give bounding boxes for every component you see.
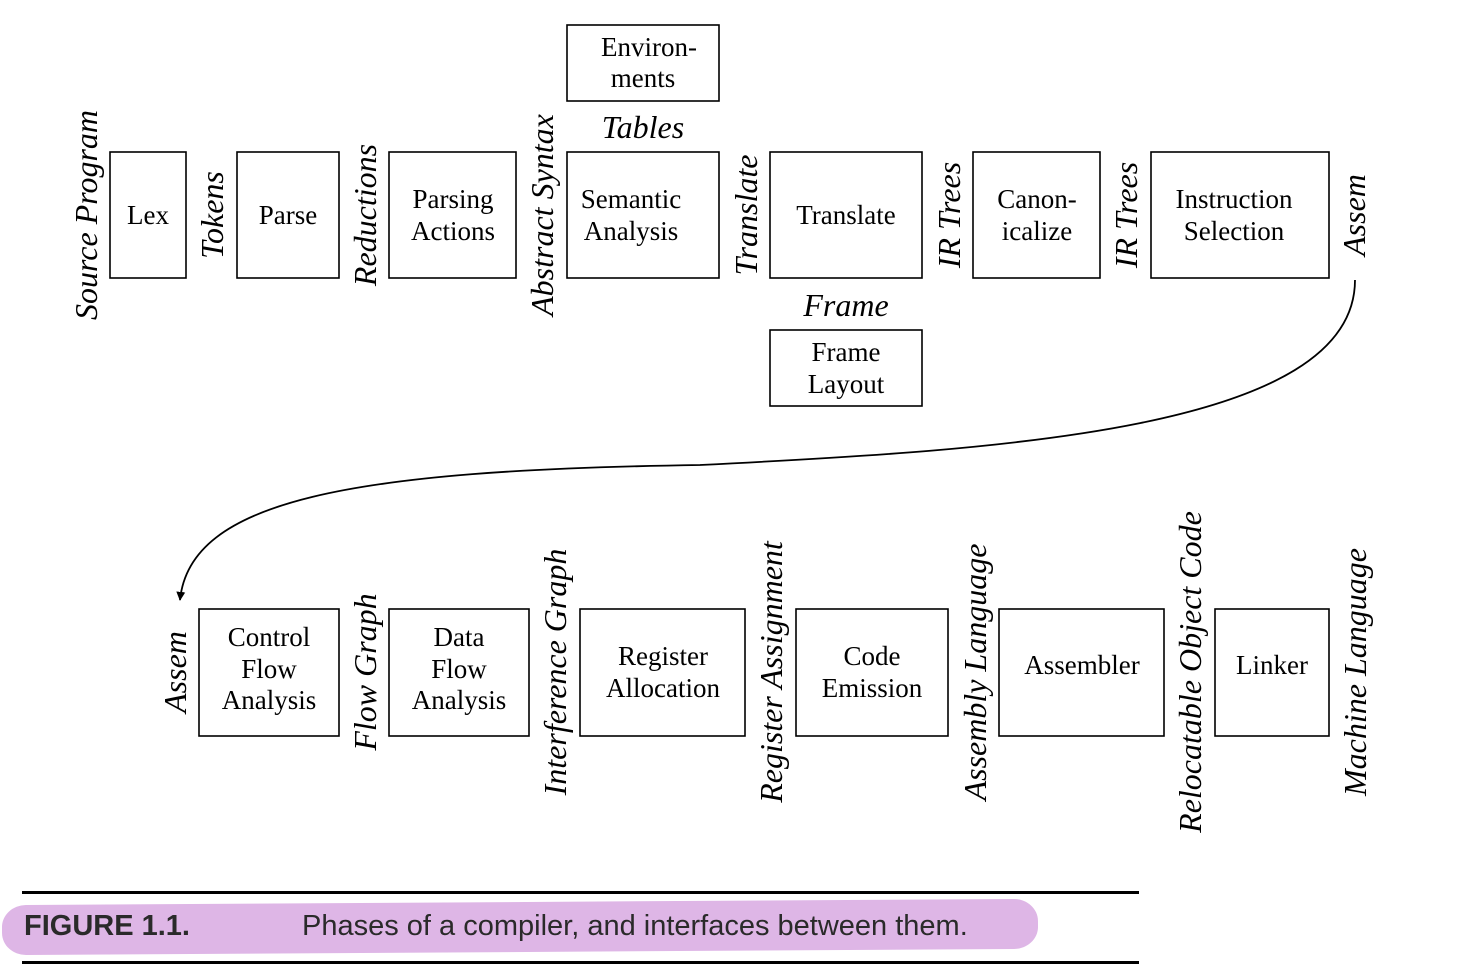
box-environments: Environ- ments (566, 24, 720, 102)
box-linker-label: Linker (1236, 650, 1308, 680)
iface-assem-top: Assem (1336, 174, 1372, 258)
caption-top-rule (22, 891, 1139, 894)
box-lex-label: Lex (127, 200, 169, 230)
box-assembler-label: Assembler (1024, 650, 1139, 680)
iface-source-program: Source Program (68, 110, 104, 320)
box-linker: Linker (1214, 608, 1330, 737)
box-data-flow-analysis: Data Flow Analysis (388, 608, 530, 737)
box-control-flow-analysis-line3: Analysis (222, 685, 317, 715)
iface-ir-trees-1: IR Trees (931, 162, 967, 269)
figure-caption: Phases of a compiler, and interfaces bet… (302, 910, 968, 942)
box-code-emission-line1: Code (844, 641, 901, 671)
figure-label: FIGURE 1.1. (24, 910, 190, 942)
iface-abstract-syntax: Abstract Syntax (524, 114, 560, 318)
iface-machine-language: Machine Language (1337, 548, 1373, 797)
box-parsing-actions-line2: Actions (411, 216, 495, 246)
iface-register-assignment: Register Assignment (753, 540, 789, 804)
box-frame-layout: Frame Layout (769, 329, 923, 407)
box-lex: Lex (109, 151, 187, 279)
iface-assembly-language: Assembly Language (957, 544, 993, 803)
box-register-allocation-line2: Allocation (606, 673, 720, 703)
box-canonicalize-line1: Canon- (997, 184, 1076, 214)
box-parse-label: Parse (259, 200, 317, 230)
iface-ir-trees-2: IR Trees (1108, 162, 1144, 269)
box-translate: Translate (769, 151, 923, 279)
iface-reductions: Reductions (347, 144, 383, 287)
iface-translate: Translate (728, 155, 764, 276)
box-translate-label: Translate (796, 200, 896, 230)
box-instruction-selection: Instruction Selection (1150, 151, 1330, 279)
iface-tokens: Tokens (194, 171, 230, 259)
iface-flow-graph: Flow Graph (347, 593, 383, 751)
box-data-flow-analysis-line1: Data (434, 622, 485, 652)
box-register-allocation-line1: Register (618, 641, 708, 671)
box-instruction-selection-line1: Instruction (1176, 184, 1293, 214)
iface-interference-graph: Interference Graph (537, 549, 573, 797)
iface-tables: Tables (602, 109, 684, 145)
box-semantic-analysis-line1: Semantic (581, 184, 681, 214)
assem-connector-arrow (176, 279, 1356, 601)
box-semantic-analysis-line2: Analysis (584, 216, 679, 246)
box-data-flow-analysis-line3: Analysis (412, 685, 507, 715)
box-semantic-analysis: Semantic Analysis (566, 151, 720, 279)
box-frame-layout-line2: Layout (808, 369, 885, 399)
box-frame-layout-line1: Frame (812, 337, 881, 367)
caption-bottom-rule (22, 961, 1139, 964)
box-control-flow-analysis-line2: Flow (241, 654, 297, 684)
box-parse: Parse (236, 151, 340, 279)
box-parsing-actions: Parsing Actions (388, 151, 517, 279)
box-data-flow-analysis-line2: Flow (431, 654, 487, 684)
box-instruction-selection-line2: Selection (1184, 216, 1285, 246)
box-code-emission: Code Emission (795, 608, 949, 737)
box-control-flow-analysis-line1: Control (228, 622, 311, 652)
box-canonicalize: Canon- icalize (972, 151, 1101, 279)
box-assembler: Assembler (998, 608, 1165, 737)
box-environments-line2: ments (611, 63, 676, 93)
box-code-emission-line2: Emission (822, 673, 923, 703)
iface-frame: Frame (802, 287, 888, 323)
iface-assem-bottom: Assem (157, 631, 193, 715)
box-register-allocation: Register Allocation (579, 608, 746, 737)
box-parsing-actions-line1: Parsing (413, 184, 494, 214)
box-canonicalize-line2: icalize (1002, 216, 1072, 246)
iface-relocatable-object-code: Relocatable Object Code (1172, 511, 1208, 834)
box-environments-line1: Environ- (601, 32, 697, 62)
box-control-flow-analysis: Control Flow Analysis (198, 608, 340, 737)
